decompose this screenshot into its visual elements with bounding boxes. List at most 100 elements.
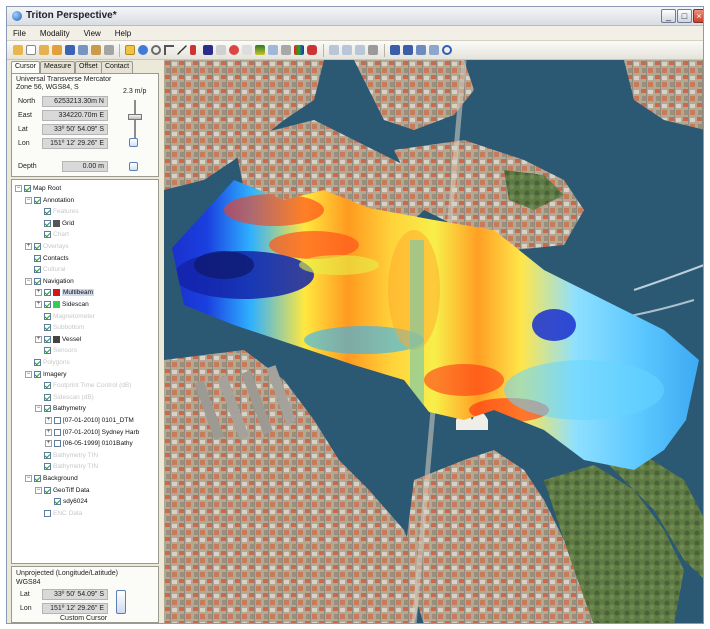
tree-node[interactable]: sdy6024 [45, 497, 88, 506]
layer-visibility-checkbox[interactable] [44, 231, 51, 239]
print-icon[interactable] [91, 45, 101, 55]
tree-node[interactable]: ENC Data [35, 509, 82, 518]
tree-node[interactable]: −Map Root [15, 184, 61, 193]
layer-visibility-checkbox[interactable] [34, 370, 41, 378]
tree-node[interactable]: Magnetometer [35, 312, 95, 321]
collapse-icon[interactable]: − [25, 370, 32, 378]
layer-visibility-checkbox[interactable] [44, 509, 51, 517]
tree-node[interactable]: +Vessel [35, 335, 81, 344]
tree-node[interactable]: Bathymetry TIN [35, 462, 98, 471]
scale-slider-thumb[interactable] [128, 114, 142, 120]
zoom-out-icon[interactable] [342, 45, 352, 55]
tree-node[interactable]: Grid [35, 219, 74, 228]
tree-node[interactable]: Chart [35, 230, 69, 239]
expand-icon[interactable]: + [35, 335, 42, 343]
layer-visibility-checkbox[interactable] [44, 301, 51, 308]
zoom-extent-icon[interactable] [355, 45, 365, 55]
map-canvas[interactable] [164, 60, 704, 624]
color-scale-icon[interactable] [294, 45, 304, 55]
tree-node[interactable]: +Overlays [25, 242, 69, 251]
draw-line-icon[interactable] [177, 45, 187, 55]
vessel-icon[interactable] [403, 45, 413, 55]
tree-node[interactable]: −Bathymetry [35, 404, 86, 413]
pen-icon[interactable] [203, 45, 213, 55]
layer-visibility-checkbox[interactable] [44, 312, 51, 320]
tree-node[interactable]: +Multibeam [35, 288, 94, 297]
layer-visibility-checkbox[interactable] [44, 289, 51, 297]
network-icon[interactable] [416, 45, 426, 55]
tree-node[interactable]: −Background [25, 474, 78, 483]
flag-icon[interactable] [190, 45, 196, 55]
layer-visibility-checkbox[interactable] [34, 359, 41, 366]
pan-icon[interactable] [368, 45, 378, 55]
tree-node[interactable]: Bathymetry TIN [35, 451, 98, 460]
tab-cursor[interactable]: Cursor [11, 61, 41, 74]
tree-node[interactable]: Polygons [25, 358, 70, 367]
layer-visibility-checkbox[interactable] [24, 185, 31, 192]
tab-offset[interactable]: Offset [75, 61, 102, 73]
tree-node[interactable]: Subbottom [35, 323, 84, 332]
record-icon[interactable] [307, 45, 317, 55]
layer-visibility-checkbox[interactable] [44, 486, 51, 494]
tree-node[interactable]: +Sidescan [35, 300, 89, 309]
collapse-icon[interactable]: − [35, 405, 42, 413]
expand-icon[interactable]: + [45, 440, 52, 448]
layer-visibility-checkbox[interactable] [34, 196, 41, 204]
tree-node[interactable]: Footprint Time Control (dB) [35, 381, 131, 390]
layer-visibility-checkbox[interactable] [34, 243, 41, 250]
expand-icon[interactable]: + [35, 289, 42, 297]
layer-visibility-checkbox[interactable] [44, 335, 51, 343]
close-button[interactable]: × [693, 9, 703, 23]
open-recent-icon[interactable] [52, 45, 62, 55]
layer-visibility-checkbox[interactable] [34, 277, 41, 285]
crosshair-icon[interactable] [242, 45, 252, 55]
expand-icon[interactable]: + [45, 417, 52, 424]
tree-node[interactable]: Features [35, 207, 79, 216]
map-view[interactable] [164, 60, 704, 624]
collapse-icon[interactable]: − [25, 475, 32, 482]
person-icon[interactable] [390, 45, 400, 55]
tree-node[interactable]: Contacts [25, 254, 69, 263]
tree-node[interactable]: +[07-01-2010] 0101_DTM [45, 416, 134, 425]
save-as-icon[interactable] [78, 45, 88, 55]
menu-view[interactable]: View [83, 29, 101, 38]
depth-button[interactable] [129, 162, 138, 171]
expand-icon[interactable]: + [25, 243, 32, 250]
refresh-icon[interactable] [442, 45, 452, 55]
minimize-button[interactable]: _ [661, 9, 676, 23]
tab-measure[interactable]: Measure [40, 61, 76, 73]
expand-icon[interactable]: + [35, 301, 42, 308]
layer-visibility-checkbox[interactable] [54, 428, 61, 436]
tree-node[interactable]: Cultural [25, 265, 65, 274]
menu-help[interactable]: Help [114, 29, 132, 38]
layer-visibility-checkbox[interactable] [44, 324, 51, 332]
tree-node[interactable]: −Annotation [25, 196, 74, 205]
expand-icon[interactable]: + [45, 428, 52, 436]
layer-visibility-checkbox[interactable] [34, 254, 41, 262]
tree-node[interactable]: −Navigation [25, 277, 74, 286]
tab-contact[interactable]: Contact [101, 61, 134, 73]
settings-icon[interactable] [429, 45, 439, 55]
lock-scale-button[interactable] [129, 138, 138, 147]
export-icon[interactable] [104, 45, 114, 55]
tree-node[interactable]: Sidescan (dB) [35, 393, 94, 402]
marker-icon[interactable] [229, 45, 239, 55]
collapse-icon[interactable]: − [35, 486, 42, 494]
grid-icon[interactable] [268, 45, 278, 55]
layer-visibility-checkbox[interactable] [54, 498, 61, 506]
menu-modality[interactable]: Modality [39, 29, 70, 38]
new-document-icon[interactable] [26, 45, 36, 55]
scale-slider-track[interactable] [134, 100, 136, 140]
select-tool-icon[interactable] [125, 45, 135, 55]
open-folder-icon[interactable] [39, 45, 49, 55]
zoom-in-icon[interactable] [329, 45, 339, 55]
layer-visibility-checkbox[interactable] [54, 417, 61, 424]
layer-visibility-checkbox[interactable] [44, 347, 51, 355]
tree-node[interactable]: +[06-05-1999] 0101Bathy [45, 439, 133, 448]
new-icon[interactable] [13, 45, 23, 55]
target-icon[interactable] [216, 45, 226, 55]
layer-visibility-checkbox[interactable] [44, 393, 51, 401]
collapse-icon[interactable]: − [25, 196, 32, 204]
tree-node[interactable]: +[07-01-2010] Sydney Harb [45, 428, 139, 437]
layer-visibility-checkbox[interactable] [44, 382, 51, 390]
